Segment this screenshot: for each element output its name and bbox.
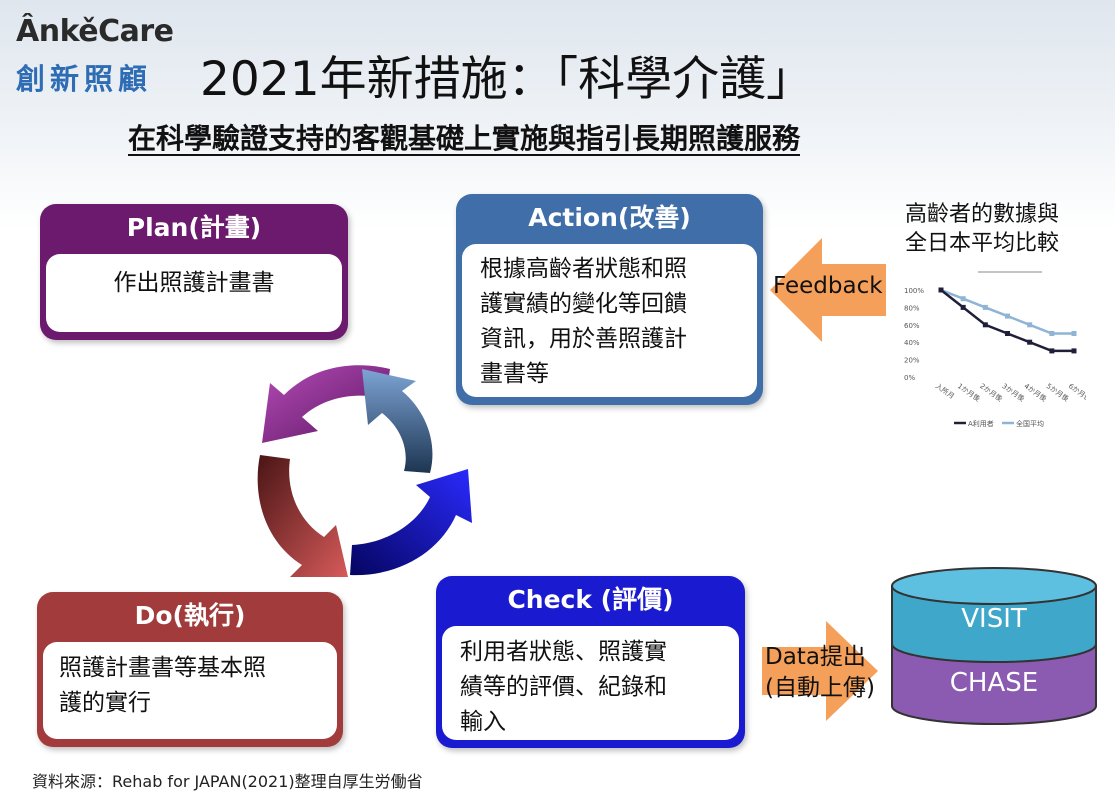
chart-y-tick-label: 60%: [904, 322, 920, 330]
cycle-arrow-do: [257, 455, 348, 577]
feedback-arrow: [770, 238, 886, 342]
logo-english: ÂnkěCare: [16, 14, 174, 49]
database-cylinder: VISIT CHASE: [890, 564, 1098, 726]
pdca-cycle-arrows: [257, 365, 472, 577]
chart-y-tick-label: 100%: [904, 287, 924, 295]
chart-y-tick-label: 0%: [904, 374, 915, 382]
page-title: 2021年新措施：「科學介護」: [200, 52, 814, 107]
chart-x-tick-label: 入所月: [934, 381, 956, 400]
action-line: 資訊，用於善照護計: [480, 326, 687, 352]
chart-x-tick-label: 1か月後: [956, 381, 982, 403]
action-body: 根據高齡者狀態和照 護實績的變化等回饋 資訊，用於善照護計 畫書等: [462, 244, 757, 397]
chart-y-tick-label: 20%: [904, 357, 920, 365]
check-line: 績等的評價、紀錄和: [460, 674, 667, 700]
chart-point: [1005, 331, 1010, 336]
chart-x-tick-label: 6か月後: [1067, 381, 1086, 403]
action-box: Action(改善) 根據高齡者狀態和照 護實績的變化等回饋 資訊，用於善照護計…: [456, 194, 763, 405]
chart-x-tick-label: 2か月後: [978, 381, 1004, 403]
do-header: Do(執行): [134, 601, 246, 630]
plan-line: 作出照護計畫書: [113, 270, 275, 296]
chart-point: [982, 322, 988, 328]
chart-x-tick-label: 4か月後: [1023, 381, 1049, 403]
data-upload-label: Data提出 (自動上傳): [765, 642, 875, 704]
database-label-visit: VISIT: [961, 604, 1027, 634]
check-body: 利用者狀態、照護實 績等的評價、紀錄和 輸入: [442, 626, 739, 740]
action-header: Action(改善): [528, 203, 691, 232]
chart-point: [960, 304, 966, 310]
plan-header: Plan(計畫): [126, 213, 262, 242]
chart-point: [1049, 331, 1055, 336]
feedback-label: Feedback: [773, 273, 883, 299]
do-line: 護的實行: [59, 690, 151, 716]
chart-legend-label: A利用者: [968, 419, 994, 428]
comparison-title: 高齡者的數據與 全日本平均比較: [905, 200, 1059, 258]
data-upload-arrow: [762, 621, 878, 721]
do-box: Do(執行) 照護計畫書等基本照 護的實行: [37, 592, 343, 747]
do-body: 照護計畫書等基本照 護的實行: [43, 642, 337, 739]
chart-point: [1049, 348, 1055, 354]
plan-box: Plan(計畫) 作出照護計畫書: [40, 204, 348, 340]
action-line: 畫書等: [480, 361, 549, 387]
chart-legend-label: 全国平均: [1016, 419, 1044, 428]
cycle-arrow-action: [362, 369, 433, 473]
chart-point: [1071, 331, 1077, 336]
data-upload-line: (自動上傳): [765, 675, 875, 701]
comparison-title-line: 高齡者的數據與: [905, 202, 1060, 227]
page-subtitle: 在科學驗證支持的客觀基礎上實施與指引長期照護服務: [128, 122, 801, 155]
plan-body: 作出照護計畫書: [46, 254, 342, 332]
chart-point: [1071, 348, 1077, 354]
check-box: Check (評價) 利用者狀態、照護實 績等的評價、紀錄和 輸入: [436, 576, 745, 748]
cycle-arrow-check: [350, 469, 472, 576]
check-header: Check (評價): [507, 585, 674, 614]
chart-point: [1027, 339, 1033, 345]
chart-point: [982, 304, 988, 310]
action-line: 根據高齡者狀態和照: [480, 256, 687, 282]
chart-point: [938, 287, 944, 293]
check-line: 利用者狀態、照護實: [460, 639, 667, 665]
action-line: 護實績的變化等回饋: [480, 291, 687, 317]
chart-x-tick-label: 3か月後: [1000, 381, 1026, 403]
check-line: 輸入: [460, 709, 506, 735]
data-upload-line: Data提出: [765, 644, 866, 670]
chart-point: [1005, 313, 1010, 319]
chart-point: [960, 296, 966, 302]
database-icon: [891, 567, 1097, 725]
database-label-chase: CHASE: [949, 668, 1039, 698]
chart-point: [1027, 322, 1033, 328]
do-line: 照護計畫書等基本照: [59, 655, 266, 681]
source-note: 資料來源：Rehab for JAPAN(2021)整理自厚生労働省: [32, 772, 423, 791]
chart-y-tick-label: 80%: [904, 304, 920, 312]
cycle-arrow-plan: [262, 365, 390, 443]
comparison-title-line: 全日本平均比較: [905, 231, 1060, 256]
chart-x-tick-label: 5か月後: [1045, 381, 1071, 403]
chart-y-tick-label: 40%: [904, 339, 920, 347]
logo-chinese: 創新照顧: [16, 62, 153, 96]
